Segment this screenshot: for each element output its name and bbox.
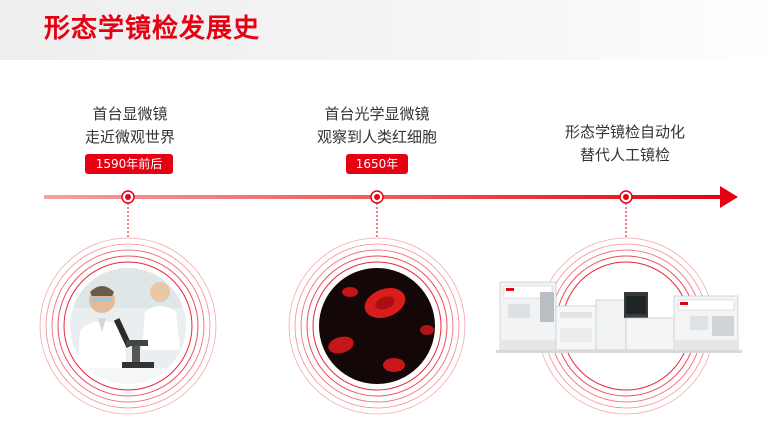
milestone-3-label: 形态学镜检自动化 替代人工镜检	[540, 121, 710, 167]
milestone-3-line2: 替代人工镜检	[579, 146, 670, 164]
rings-1	[39, 237, 217, 415]
timeline-line	[44, 195, 724, 199]
timeline-node-1	[121, 190, 135, 204]
header-bar: 形态学镜检发展史	[0, 0, 780, 60]
milestone-1-badge: 1590年前后	[85, 154, 173, 174]
milestone-2-line2: 观察到人类红细胞	[316, 128, 437, 146]
milestone-3-line1: 形态学镜检自动化	[564, 123, 685, 141]
image-scientist-microscope	[70, 268, 186, 384]
timeline-arrowhead	[720, 186, 738, 208]
timeline-node-3	[619, 190, 633, 204]
image-automated-analyzer	[496, 281, 742, 353]
rings-2	[288, 237, 466, 415]
milestone-1-line2: 走近微观世界	[84, 128, 175, 146]
timeline-node-2	[370, 190, 384, 204]
milestone-1-line1: 首台显微镜	[92, 105, 168, 123]
milestone-1-label: 首台显微镜 走近微观世界	[55, 103, 205, 149]
milestone-2-badge: 1650年	[346, 154, 408, 174]
page-title: 形态学镜检发展史	[44, 14, 261, 44]
image-red-blood-cells	[319, 268, 435, 384]
milestone-2-label: 首台光学显微镜 观察到人类红细胞	[292, 103, 462, 149]
milestone-2-line1: 首台光学显微镜	[324, 105, 430, 123]
